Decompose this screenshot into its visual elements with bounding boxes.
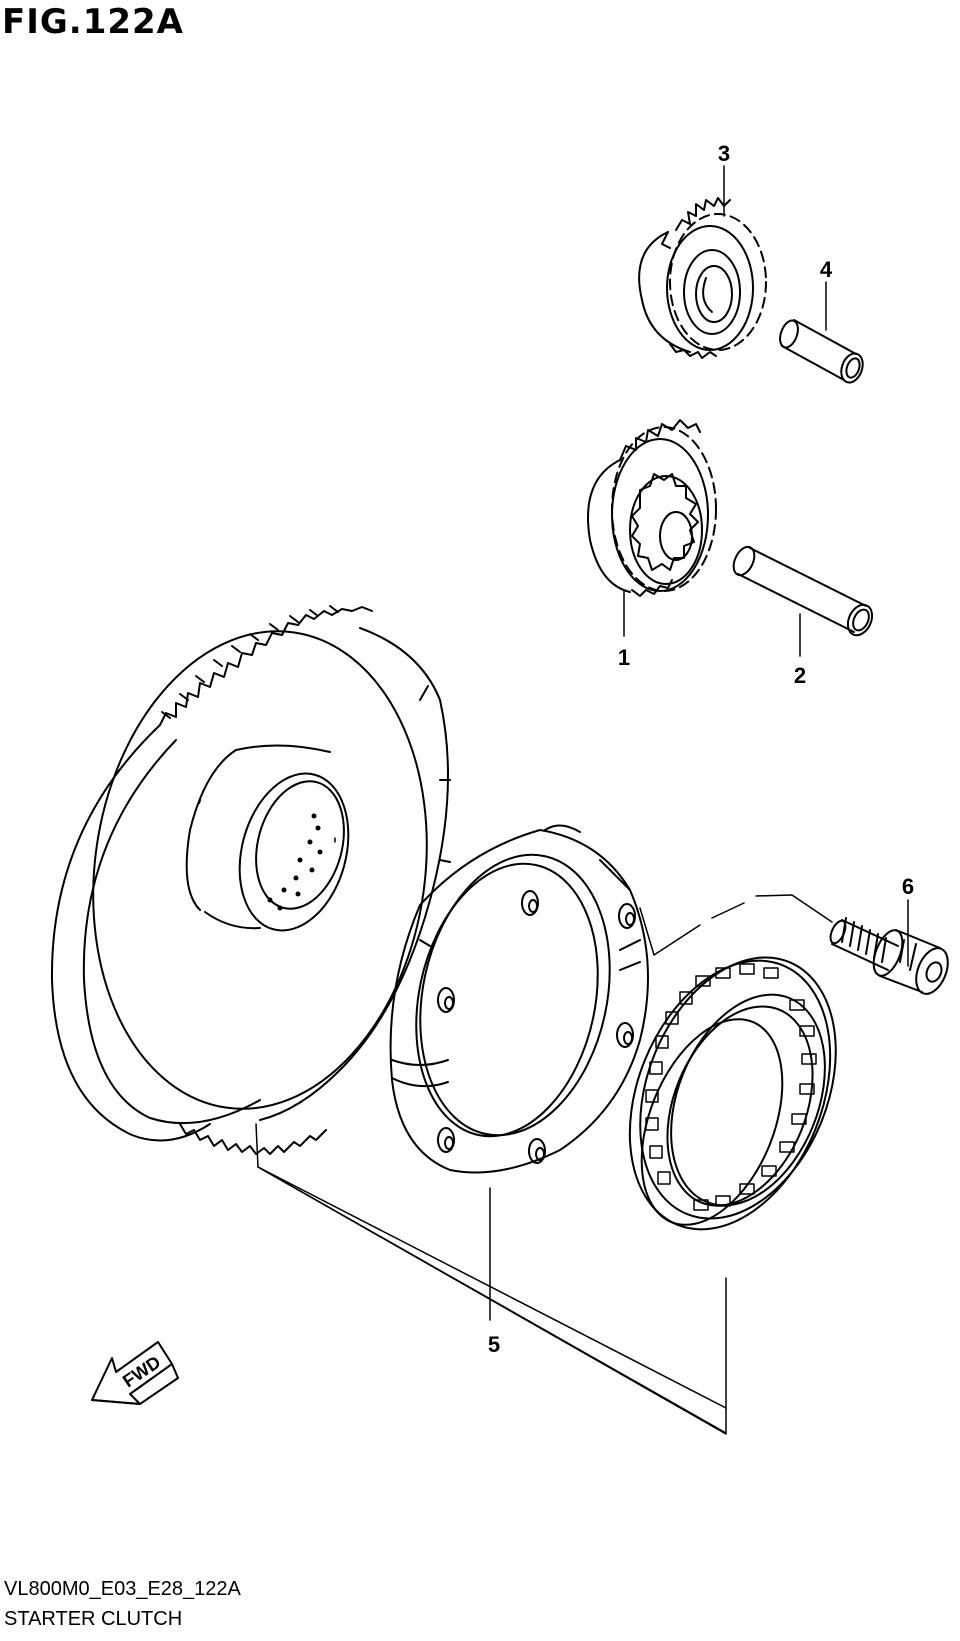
callout-6: 6 [902,874,914,899]
starter-driven-gear[interactable] [50,605,457,1155]
shaft-part-2[interactable] [730,544,877,640]
figure-title: FIG.122A [2,2,184,42]
starter-clutch-housing[interactable] [389,824,649,1174]
callout-5: 5 [488,1332,500,1357]
callout-4: 4 [820,257,833,282]
idle-gear-part-3[interactable] [638,197,767,359]
callout-3: 3 [718,141,730,166]
bolt-part-6[interactable] [827,917,953,998]
fwd-arrow: FWD [91,1341,179,1405]
callout-2: 2 [794,663,806,688]
clutch-rollers [645,963,817,1211]
gear-boss-holes [267,813,323,911]
idle-gear-part-1[interactable] [587,419,717,597]
leader-lines [255,165,909,1435]
one-way-clutch[interactable] [592,928,872,1259]
footer-diagram-code: VL800M0_E03_E28_122A [4,1578,241,1600]
footer-section-name: STARTER CLUTCH [4,1608,183,1630]
callout-1: 1 [618,645,630,670]
shaft-part-4[interactable] [777,318,867,385]
